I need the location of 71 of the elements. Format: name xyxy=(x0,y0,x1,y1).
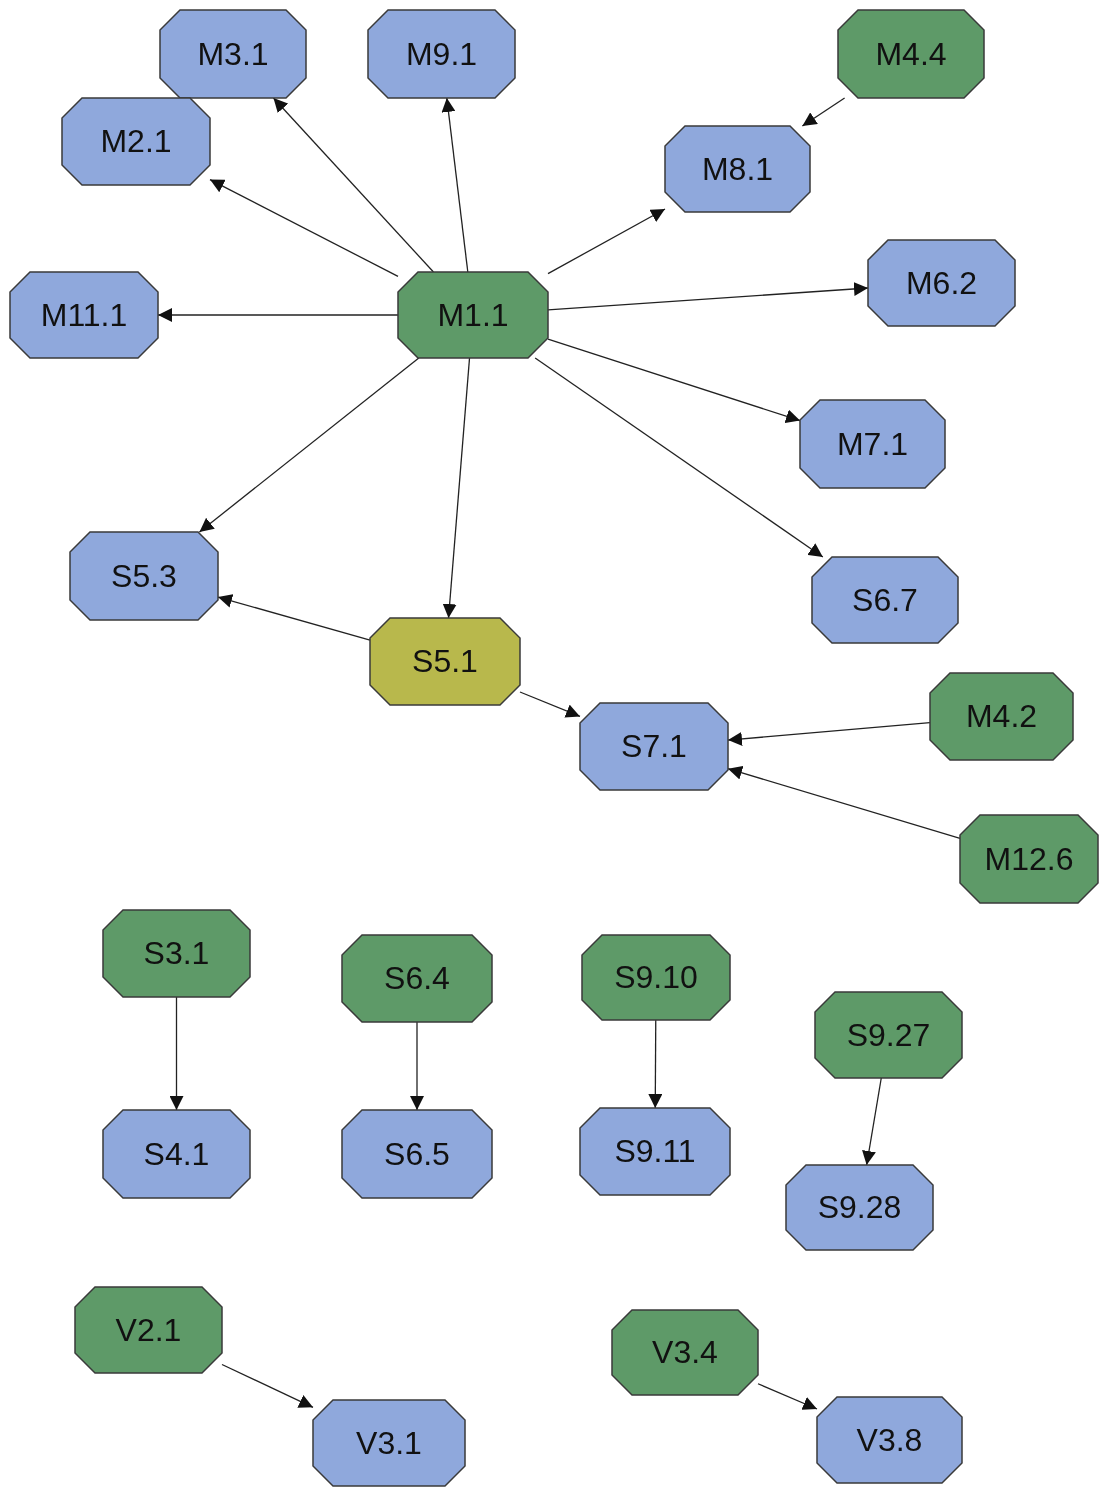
node-label: M2.1 xyxy=(100,123,172,160)
octagon-node xyxy=(786,1165,933,1250)
arrow xyxy=(272,97,435,273)
node-label: S5.3 xyxy=(111,557,177,595)
octagon-node xyxy=(580,1108,730,1195)
octagon-node xyxy=(582,935,730,1020)
octagon-node xyxy=(313,1400,465,1486)
octagon-node xyxy=(70,532,218,620)
octagon-node xyxy=(342,935,492,1022)
octagon-node xyxy=(103,1110,250,1198)
octagon-node xyxy=(838,10,984,98)
node-label: M4.4 xyxy=(875,35,947,73)
octagon-node xyxy=(665,126,810,212)
octagon-node xyxy=(612,1310,758,1395)
arrow xyxy=(410,1021,424,1111)
octagon-node xyxy=(930,673,1073,760)
arrow xyxy=(169,996,184,1111)
octagon-node xyxy=(10,272,158,358)
octagon-node xyxy=(580,703,728,790)
node-label: V3.4 xyxy=(652,1334,718,1371)
arrow xyxy=(519,691,581,718)
octagon-node xyxy=(398,272,548,358)
octagon-node xyxy=(368,10,515,98)
node-label: M9.1 xyxy=(405,35,478,73)
arrow xyxy=(534,357,824,558)
octagon-node xyxy=(103,910,250,997)
arrow xyxy=(442,357,471,619)
node-label: S6.5 xyxy=(384,1135,450,1173)
node-label: M6.2 xyxy=(905,264,978,302)
node-label: M12.6 xyxy=(984,840,1074,878)
octagon-node xyxy=(75,1287,222,1373)
node-label: S9.10 xyxy=(614,959,698,996)
node-label: S3.1 xyxy=(143,935,210,972)
node-label: M4.2 xyxy=(965,698,1038,735)
node-label: S4.1 xyxy=(143,1135,210,1173)
arrow xyxy=(547,338,801,423)
node-label: S9.27 xyxy=(846,1016,931,1054)
node-label: M1.1 xyxy=(437,296,509,334)
octagon-node xyxy=(370,618,520,705)
arrow xyxy=(801,97,846,127)
arrow xyxy=(209,178,399,278)
node-label: S5.1 xyxy=(412,643,478,680)
octagon-node xyxy=(815,992,962,1078)
arrow xyxy=(757,1383,818,1410)
octagon-node xyxy=(960,815,1098,903)
arrow xyxy=(547,208,666,275)
node-label: S7.1 xyxy=(621,728,687,765)
node-label: S6.7 xyxy=(852,581,918,619)
octagon-node xyxy=(812,557,958,643)
node-label: S6.4 xyxy=(384,960,450,997)
arrow xyxy=(648,1019,663,1109)
node-label: S9.28 xyxy=(817,1189,902,1226)
octagon-node xyxy=(160,10,306,98)
node-label: S9.11 xyxy=(614,1133,696,1170)
node-label: V2.1 xyxy=(115,1311,182,1349)
octagon-node xyxy=(817,1397,962,1483)
node-label: M11.1 xyxy=(40,296,128,334)
node-label: M8.1 xyxy=(701,150,774,188)
arrow xyxy=(198,357,420,533)
arrow xyxy=(727,766,961,839)
node-label: V3.8 xyxy=(856,1421,923,1459)
node-label: M3.1 xyxy=(197,35,269,73)
node-label: V3.1 xyxy=(356,1424,422,1462)
arrow xyxy=(221,1363,314,1408)
arrow xyxy=(441,97,469,273)
node-label: M7.1 xyxy=(836,425,909,463)
octagon-node xyxy=(342,1110,492,1198)
octagon-node xyxy=(868,240,1015,326)
octagon-node xyxy=(62,98,210,185)
arrow xyxy=(862,1077,882,1166)
octagon-node xyxy=(800,400,945,488)
